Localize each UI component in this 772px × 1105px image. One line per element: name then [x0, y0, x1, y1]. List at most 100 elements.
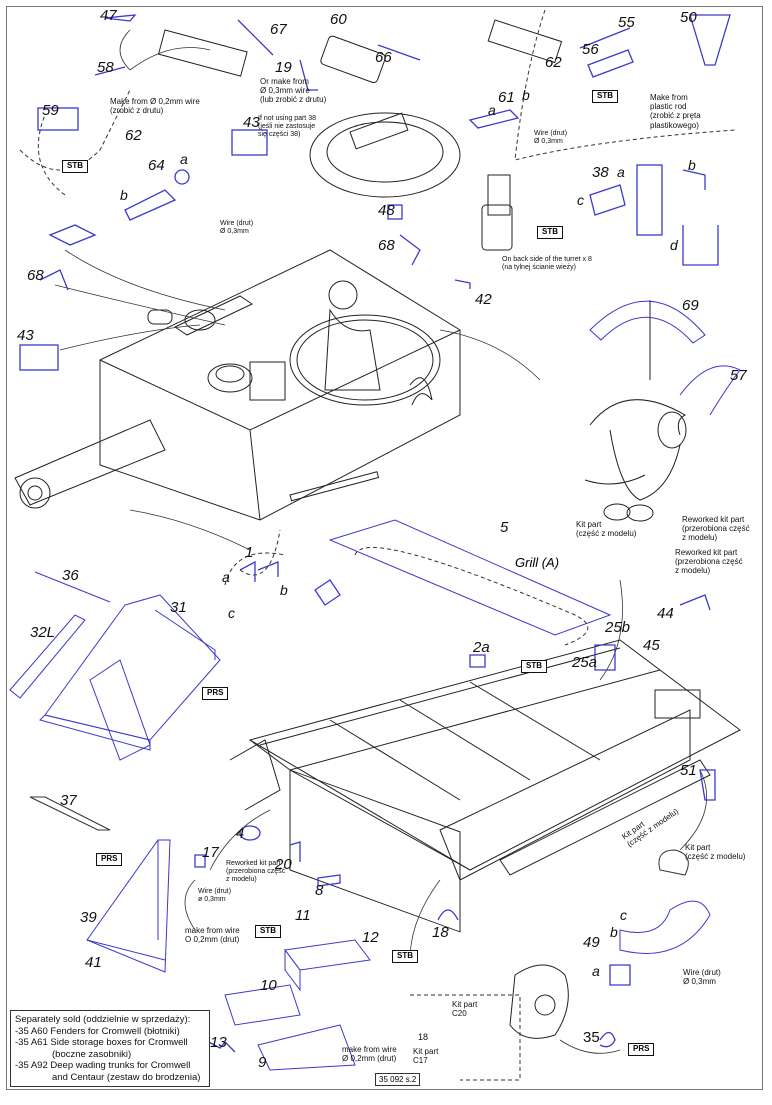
turret-drawing [14, 249, 461, 521]
part-number-62-left: 62 [125, 127, 142, 144]
part-number-62-right: 62 [545, 54, 562, 71]
legend-item: -35 A92 Deep wading trunks for Cromwell [15, 1060, 191, 1072]
note-wire-58: Make from Ø 0,2mm wire (zrobić z drutu) [110, 97, 200, 116]
part-number-69: 69 [682, 297, 699, 314]
part-number-8: 8 [315, 882, 324, 899]
legend-item-cont: (boczne zasobniki) [52, 1048, 132, 1060]
part-number-5: 5 [500, 519, 509, 536]
hull-drawing [229, 639, 741, 1039]
part-number-38: 38 [592, 164, 609, 181]
note-turret-back: On back side of the turret x 8 (na tylne… [502, 256, 592, 272]
stb-tag: STB [592, 90, 618, 103]
sub-label-1b: b [280, 582, 288, 598]
part-13-shape [204, 1039, 236, 1053]
part-43b-shape [19, 344, 59, 371]
note-kit-c17: Kit part C17 [413, 1047, 439, 1066]
part-35-shape [599, 1031, 616, 1048]
note-wire-stb10: make from wire O 0,2mm (drut) [185, 926, 240, 945]
part-number-50: 50 [680, 9, 697, 26]
part-number-68-right: 68 [378, 237, 395, 254]
part-number-60: 60 [330, 11, 347, 28]
part-number-17: 17 [202, 844, 219, 861]
part-67-shape [237, 19, 274, 56]
strip-37-drawing [29, 796, 111, 831]
part-number-12: 12 [362, 929, 379, 946]
kit-loop-drawing [658, 849, 689, 876]
periscope-drawing [481, 174, 513, 251]
part-number-44: 44 [657, 605, 674, 622]
headband-69-drawing [589, 300, 706, 344]
part-number-61: 61 [498, 89, 515, 106]
part-number-67: 67 [270, 21, 287, 38]
note-kit-part-head: Kit part (część z modelu) [576, 520, 637, 539]
grill-drawing [328, 519, 612, 636]
part-59-shape [37, 107, 79, 131]
storage-box-drawing [224, 939, 371, 1071]
part-number-58: 58 [97, 59, 114, 76]
part-61-shape [468, 109, 520, 129]
note-wire-64: Wire (drut) Ø 0,3mm [220, 220, 254, 236]
sub-label-64a: a [180, 151, 188, 167]
part-38a-shape [636, 164, 663, 236]
part-47-shape [104, 14, 137, 22]
sub-label-38c: c [577, 192, 584, 208]
stb-tag: STB [537, 226, 563, 239]
part-58-shape [94, 66, 126, 76]
part-55-shape [579, 27, 631, 49]
bracket-39-drawing [86, 839, 171, 973]
part-number-51: 51 [680, 762, 697, 779]
part-68b-shape [399, 234, 421, 266]
legend-item-cont: and Centaur (zestaw do brodzenia) [52, 1071, 201, 1083]
grill-label: Grill (A) [515, 555, 560, 570]
part-17-shape [194, 854, 206, 868]
part-number-36: 36 [62, 567, 79, 584]
part-57-drawing [679, 365, 741, 416]
part-number-55: 55 [618, 14, 635, 31]
note-wire-9: make from wire Ø 0,2mm (drut) [342, 1045, 397, 1064]
cupola-drawing [157, 19, 563, 198]
part-number-56: 56 [582, 41, 599, 58]
sub-label-61a: a [488, 102, 496, 118]
part-number-49: 49 [583, 934, 600, 951]
note-wire-49: Wire (drut) Ø 0,3mm [683, 968, 721, 987]
part-1b-shape [257, 561, 279, 577]
part-number-2a: 2a [473, 639, 490, 656]
part-number-64: 64 [148, 157, 165, 174]
note-kit-c20: Kit part C20 [452, 1000, 478, 1019]
separately-sold-legend: Separately sold (oddzielnie w sprzedaży)… [10, 1010, 210, 1088]
part-1a-shape [239, 560, 256, 582]
sub-label-49c: c [620, 907, 627, 923]
sub-label-38b: b [688, 157, 696, 173]
part-43-shape [231, 129, 268, 156]
part-number-32L: 32L [30, 624, 56, 641]
part-number-42: 42 [475, 291, 492, 308]
part-number-68-left: 68 [27, 267, 44, 284]
part-number-35: 35 [583, 1029, 600, 1046]
prs-tag: PRS [628, 1043, 655, 1056]
legend-title: Separately sold (oddzielnie w sprzedaży)… [15, 1014, 191, 1025]
part-number-18-blue: 18 [432, 924, 449, 941]
part-number-37: 37 [60, 792, 77, 809]
part-25a-shape [594, 644, 616, 671]
stb-tag: STB [392, 950, 418, 963]
prs-tag: PRS [96, 853, 123, 866]
part-38b-shape [682, 169, 706, 190]
part-number-39: 39 [80, 909, 97, 926]
part-number-59: 59 [42, 102, 59, 119]
note-wire-17: Wire (drut) ø 0,3mm [198, 888, 232, 904]
part-66-shape [377, 44, 421, 61]
note-wire-19: Or make from Ø 0,3mm wire (lub zrobić z … [260, 77, 327, 105]
part-number-1: 1 [245, 544, 254, 561]
part-48-shape [387, 204, 403, 220]
part-number-9: 9 [258, 1054, 267, 1071]
stb-tag: STB [521, 660, 547, 673]
part-number-19: 19 [275, 59, 292, 76]
part-number-25b: 25b [605, 619, 631, 636]
note-part-43: If not using part 38 (jeśli nie zastosuj… [258, 115, 316, 139]
legend-item: -35 A60 Fenders for Cromwell (błotniki) [15, 1025, 180, 1037]
part-64b-shape [124, 189, 177, 221]
part-49a-shape [609, 964, 631, 986]
legend-item: -35 A61 Side storage boxes for Cromwell [15, 1037, 188, 1049]
part-56-shape [587, 49, 634, 78]
